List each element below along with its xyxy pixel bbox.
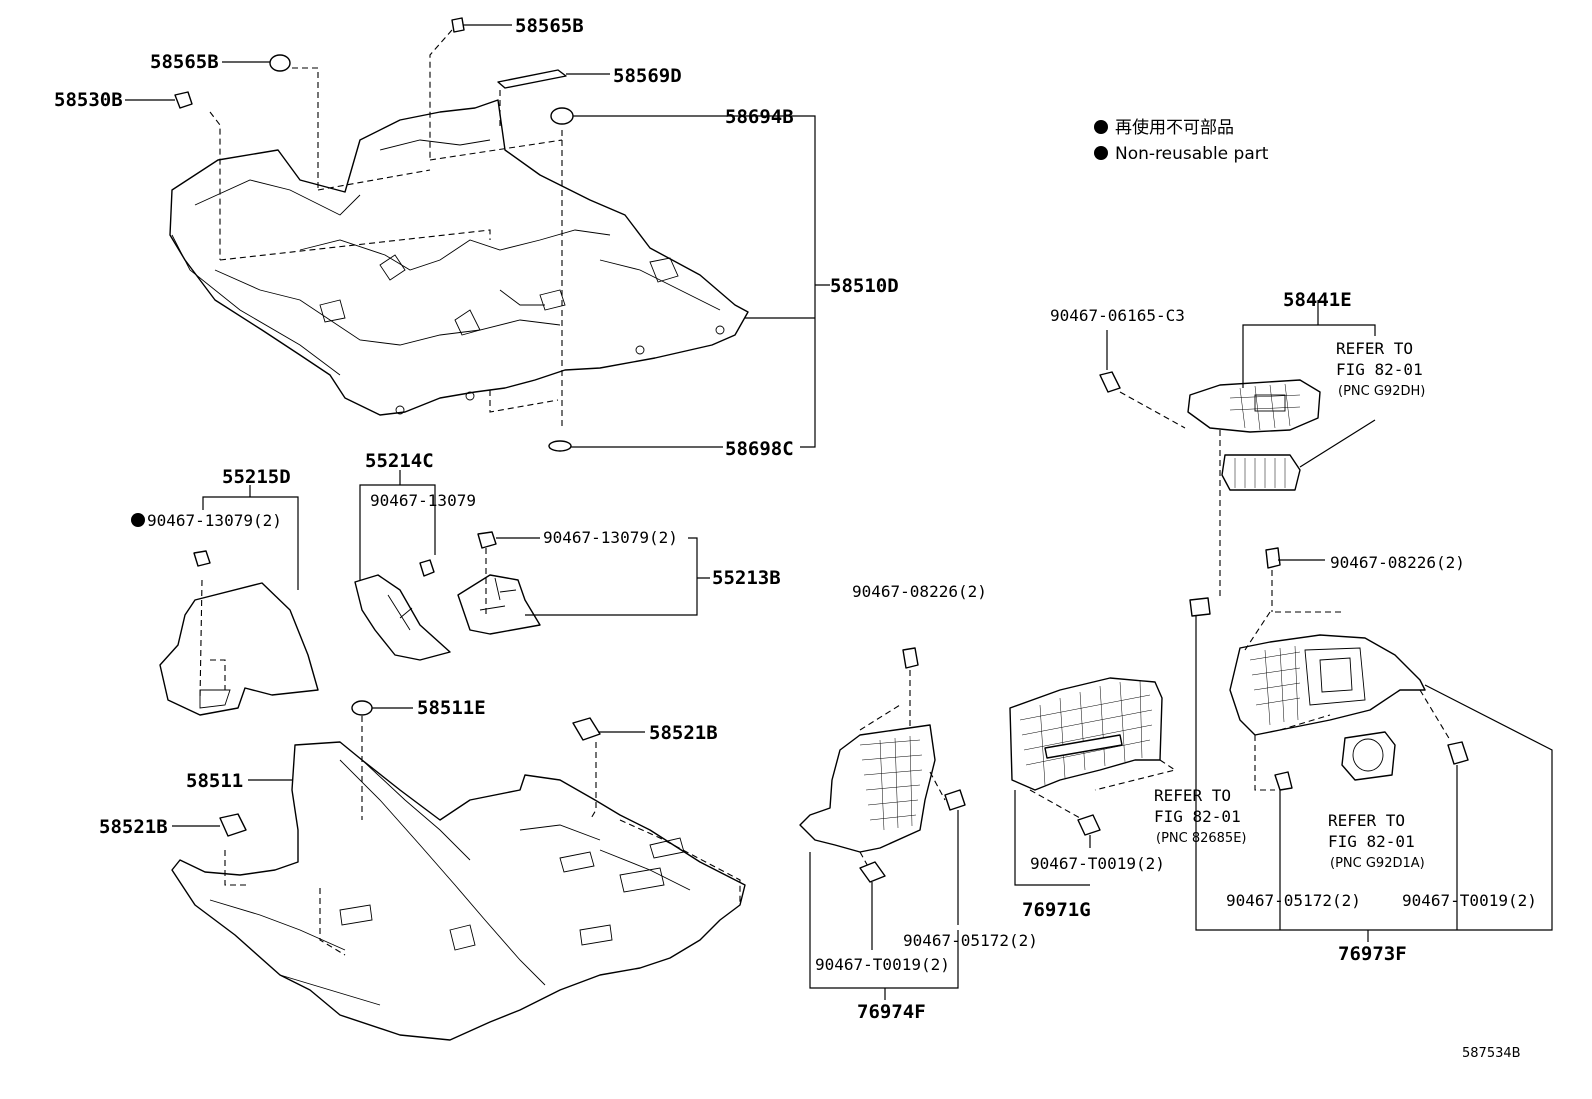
label-90467-06165: 90467-06165-C3 <box>1050 306 1185 325</box>
grommet-58698C-icon <box>548 440 723 452</box>
strip-58569D-icon <box>497 69 610 89</box>
carpet-58510D-drawing <box>169 99 749 416</box>
clip-58521B-left-icon <box>172 813 247 837</box>
clip-90467-05172-icon <box>944 789 966 811</box>
clip-90467-06165-icon <box>1099 371 1121 393</box>
label-76973F-top-clip: 90467-08226(2) <box>1330 553 1465 572</box>
cap-58694B-icon <box>550 107 800 125</box>
ref2-line2: FIG 82-01 <box>1154 807 1241 826</box>
label-58510D: 58510D <box>830 275 899 297</box>
label-58521B-left: 58521B <box>99 816 168 838</box>
label-76973F-clip-a: 90467-05172(2) <box>1226 891 1361 910</box>
clip-90467-T0019-icon <box>859 861 886 883</box>
carpet-58511-drawing <box>171 741 746 1041</box>
clip-58565B-top-icon <box>451 17 512 33</box>
clip-90467-05172-icon <box>1274 771 1293 791</box>
panel-55214C-drawing <box>354 559 451 661</box>
label-76974F-top-clip: 90467-08226(2) <box>852 582 987 601</box>
trim-76973F-drawing <box>1189 547 1469 791</box>
bracket-76973F <box>1195 559 1553 942</box>
ref1-line2: FIG 82-01 <box>1336 360 1423 379</box>
label-76971G-clip: 90467-T0019(2) <box>1030 854 1165 873</box>
label-76974F-clip-a: 90467-T0019(2) <box>815 955 950 974</box>
panel-58441E-insert-icon <box>1221 454 1301 491</box>
bracket-55213B <box>496 537 710 616</box>
bracket-58510D <box>745 115 830 448</box>
clip-90467-T0019-icon <box>1077 814 1101 836</box>
bolt-58530B-icon <box>125 91 193 109</box>
clip-58521B-right-icon <box>572 717 645 821</box>
speaker-icon <box>1341 731 1396 781</box>
ref1-line3: (PNC G92DH) <box>1338 384 1425 399</box>
label-55214C-clip: 90467-13079 <box>370 491 476 510</box>
non-reusable-dot-icon <box>1094 120 1108 134</box>
panel-58441E-drawing <box>1099 371 1321 600</box>
bracket-76971G <box>1014 790 1091 886</box>
clip-90467-08226-icon <box>902 647 919 669</box>
label-58569D: 58569D <box>613 65 682 87</box>
figure-number: 587534B <box>1462 1046 1521 1061</box>
bracket-58441E <box>1242 300 1376 468</box>
clip-58565B-left-icon <box>222 54 291 72</box>
panel-55213B-drawing <box>457 531 541 635</box>
label-76974F: 76974F <box>857 1001 926 1023</box>
ref3-line2: FIG 82-01 <box>1328 832 1415 851</box>
clip-58511E-icon <box>351 700 413 820</box>
label-58698C: 58698C <box>725 438 794 460</box>
non-reusable-dot-icon <box>131 513 145 527</box>
label-58441E: 58441E <box>1283 289 1352 311</box>
ref1-line1: REFER TO <box>1336 339 1413 358</box>
trim-76971G-drawing <box>1009 677 1177 836</box>
label-76973F-clip-b: 90467-T0019(2) <box>1402 891 1537 910</box>
ref3-line3: (PNC G92D1A) <box>1330 856 1425 871</box>
label-58511: 58511 <box>186 770 243 792</box>
clip-90467-T0019-icon <box>1447 741 1469 765</box>
trim-76974F-drawing <box>799 647 966 883</box>
legend-text-jp: 再使用不可部品 <box>1115 117 1234 138</box>
label-58565B-left: 58565B <box>150 51 219 73</box>
ref2-line1: REFER TO <box>1154 786 1231 805</box>
ref3-line1: REFER TO <box>1328 811 1405 830</box>
label-55214C: 55214C <box>365 450 434 472</box>
clip-90467-13079-icon <box>193 550 211 567</box>
label-76973F: 76973F <box>1338 943 1407 965</box>
clip-90467-08226-icon <box>1265 547 1281 569</box>
label-58694B: 58694B <box>725 106 794 128</box>
label-58530B: 58530B <box>54 89 123 111</box>
label-76974F-clip-b: 90467-05172(2) <box>903 931 1038 950</box>
label-58521B-right: 58521B <box>649 722 718 744</box>
non-reusable-dot-icon <box>1094 146 1108 160</box>
label-58511E: 58511E <box>417 697 486 719</box>
pad-icon <box>1189 597 1211 617</box>
panel-55215D-drawing <box>159 550 319 716</box>
bracket-55214C <box>359 484 436 580</box>
bracket-76974F <box>809 810 959 1000</box>
label-58565B-top: 58565B <box>515 15 584 37</box>
clip-90467-13079-icon <box>477 531 497 549</box>
clip-90467-13079-icon <box>419 559 435 577</box>
legend-text-en: Non-reusable part <box>1115 144 1269 164</box>
label-55215D: 55215D <box>222 466 291 488</box>
label-55213B-clip: 90467-13079(2) <box>543 528 678 547</box>
label-55213B: 55213B <box>712 567 781 589</box>
label-76971G: 76971G <box>1022 899 1091 921</box>
label-55215D-clip: 90467-13079(2) <box>147 511 282 530</box>
ref2-line3: (PNC 82685E) <box>1156 831 1247 846</box>
legend: 再使用不可部品 Non-reusable part <box>1094 117 1269 164</box>
